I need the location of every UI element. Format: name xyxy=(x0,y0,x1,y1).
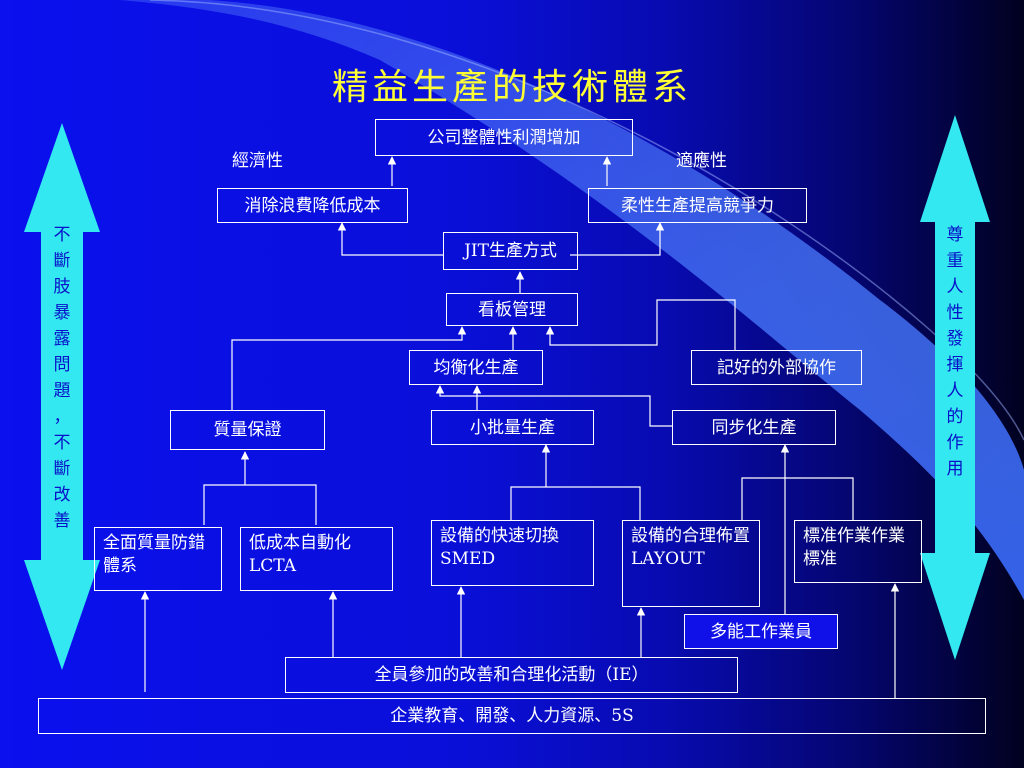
side-char: 人 xyxy=(946,381,964,401)
side-char: 不 xyxy=(53,433,71,453)
side-char: 性 xyxy=(946,303,964,323)
box-quality-assurance: 質量保證 xyxy=(170,410,325,450)
side-text-expose-problems: 不斷肢暴露問題，不斷改善 xyxy=(51,222,73,534)
side-char: 問 xyxy=(53,355,71,375)
side-char: 用 xyxy=(946,459,964,479)
box-kanban: 看板管理 xyxy=(446,293,578,326)
side-char: 尊 xyxy=(946,225,964,245)
label-economy: 經濟性 xyxy=(232,151,283,171)
side-char: 改 xyxy=(53,485,71,505)
page-title: 精益生產的技術體系 xyxy=(331,67,692,108)
box-foundation: 企業教育、開發、人力資源、5S xyxy=(38,698,986,734)
box-smed: 設備的快速切換SMED xyxy=(431,520,594,586)
side-char: 斷 xyxy=(53,459,71,479)
side-char: 不 xyxy=(53,225,71,245)
side-char: 肢 xyxy=(53,277,71,297)
side-char: 作 xyxy=(946,433,964,453)
side-char: 斷 xyxy=(53,251,71,271)
box-outsourcing: 記好的外部協作 xyxy=(691,350,862,385)
side-text-respect-people: 尊重人性發揮人的作用 xyxy=(944,222,966,482)
side-char: 露 xyxy=(53,329,71,349)
left-double-arrow xyxy=(24,123,100,670)
box-ie-activities: 全員參加的改善和合理化活動（IE） xyxy=(285,657,738,693)
box-lcta: 低成本自動化LCTA xyxy=(240,527,393,591)
box-standard-work: 標准作業作業標准 xyxy=(794,520,922,583)
side-char: 人 xyxy=(946,277,964,297)
right-double-arrow xyxy=(920,115,990,660)
box-profit: 公司整體性利潤增加 xyxy=(375,119,633,156)
box-leveled-production: 均衡化生產 xyxy=(409,350,543,385)
box-layout: 設備的合理佈置LAYOUT xyxy=(622,520,760,607)
side-char: 揮 xyxy=(946,355,964,375)
box-jit: JIT生產方式 xyxy=(443,232,578,270)
side-char: 暴 xyxy=(53,303,71,323)
label-adaptability: 適應性 xyxy=(676,151,727,171)
side-char: 的 xyxy=(946,407,964,427)
box-flexible-production: 柔性生產提高競爭力 xyxy=(588,188,807,223)
side-char: 發 xyxy=(946,329,964,349)
box-tqc: 全面質量防錯體系 xyxy=(94,527,222,591)
box-multi-skilled: 多能工作業員 xyxy=(684,614,838,649)
box-small-lot: 小批量生產 xyxy=(431,410,594,445)
box-synchronized: 同步化生產 xyxy=(672,410,836,445)
side-char: 善 xyxy=(53,511,71,531)
box-waste-reduction: 消除浪費降低成本 xyxy=(217,188,408,223)
side-char: 題 xyxy=(53,381,71,401)
side-char: ， xyxy=(53,407,71,427)
side-char: 重 xyxy=(946,251,964,271)
